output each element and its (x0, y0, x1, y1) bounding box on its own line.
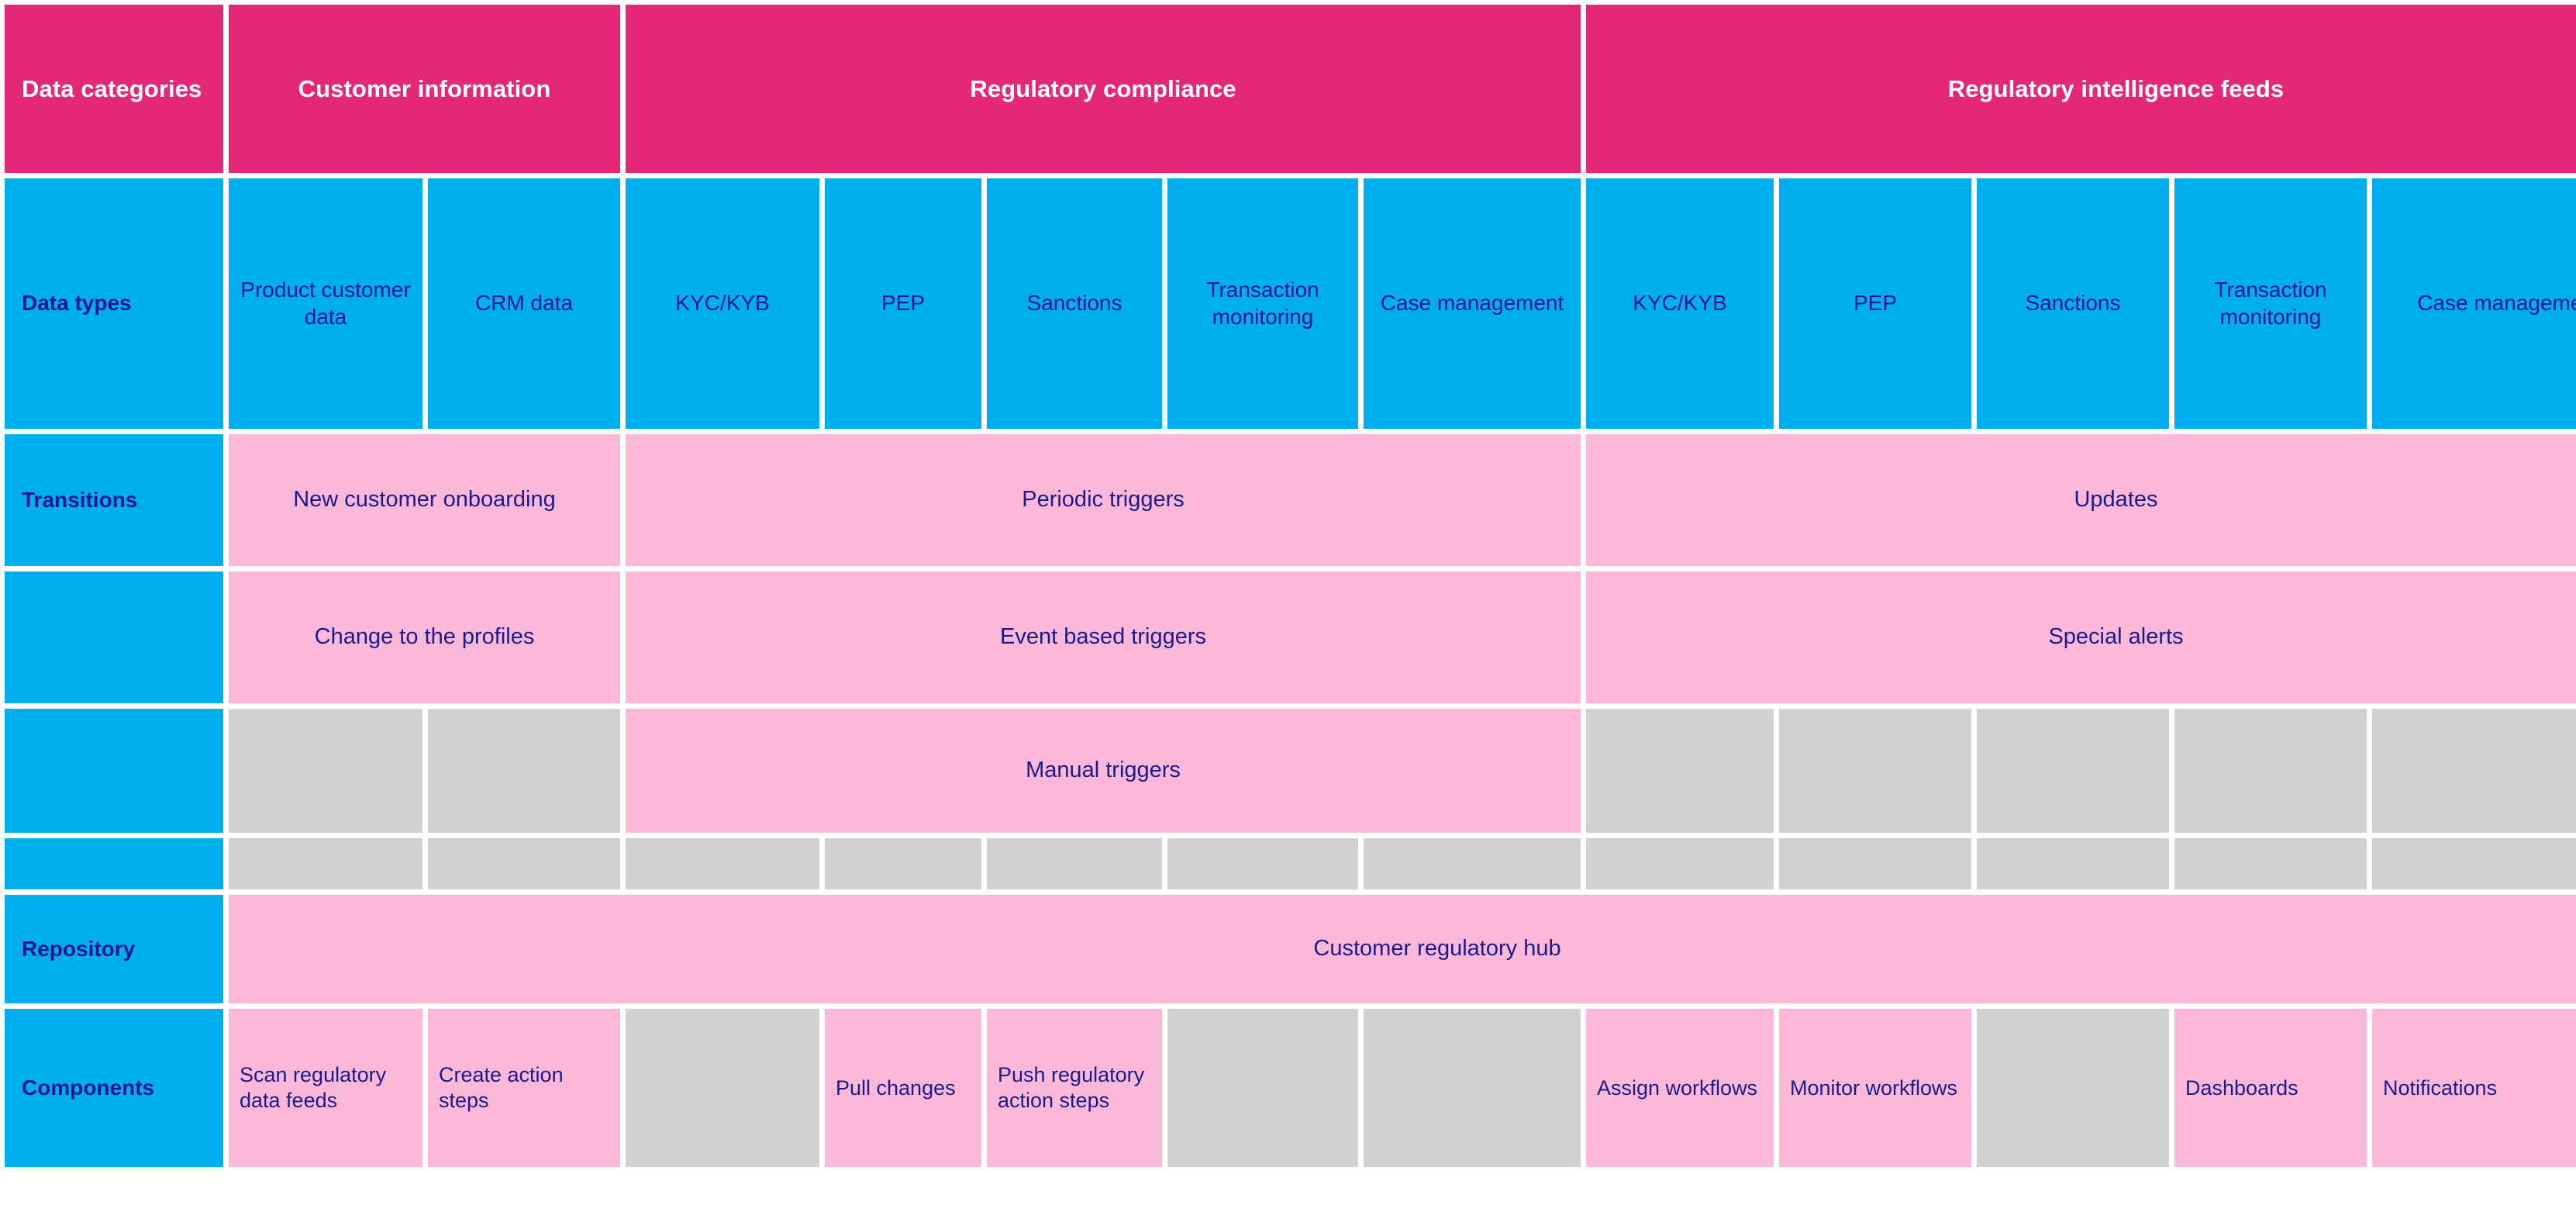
row-label-transitions-spacer-3 (5, 838, 223, 889)
category-regulatory-intelligence-feeds-label: Regulatory intelligence feeds (1947, 74, 2285, 102)
row-label-transitions-text: Transitions (22, 487, 138, 512)
transition-special-alerts: Special alerts (1586, 571, 2576, 703)
component-label: Pull changes (836, 1076, 956, 1100)
component-label: Notifications (2383, 1076, 2498, 1100)
category-regulatory-compliance: Regulatory compliance (626, 5, 1581, 173)
row-label-repository: Repository (5, 895, 223, 1003)
component-label: Monitor workflows (1790, 1076, 1958, 1100)
transition-label: Updates (2074, 487, 2158, 513)
data-type-label: PEP (881, 291, 926, 316)
data-type-label: Product customer data (240, 278, 411, 329)
row-label-repository-text: Repository (22, 936, 136, 961)
transition-updates: Updates (1586, 434, 2576, 566)
empty-cell (1586, 709, 1774, 833)
component-push-regulatory-action-steps: Push regulatory action steps (987, 1009, 1162, 1167)
empty-cell (428, 838, 620, 889)
row-label-transitions-spacer-2 (5, 709, 223, 833)
transition-label: Manual triggers (1026, 758, 1181, 783)
data-type-label: CRM data (474, 291, 574, 316)
data-type-transaction-monitoring-compliance: Transaction monitoring (1167, 178, 1358, 429)
data-type-sanctions-compliance: Sanctions (987, 178, 1162, 429)
category-regulatory-compliance-label: Regulatory compliance (970, 74, 1236, 102)
empty-cell (1977, 709, 2169, 833)
data-type-label: KYC/KYB (675, 291, 770, 316)
transition-label: Change to the profiles (314, 624, 535, 650)
category-regulatory-intelligence-feeds: Regulatory intelligence feeds (1586, 5, 2576, 173)
transition-manual-triggers: Manual triggers (626, 709, 1581, 833)
data-type-label: Transaction monitoring (2214, 278, 2327, 329)
component-label: Create action steps (439, 1063, 564, 1112)
component-label: Scan regulatory data feeds (240, 1063, 387, 1112)
component-dashboards: Dashboards (2174, 1009, 2367, 1167)
transition-new-customer-onboarding: New customer onboarding (229, 434, 620, 566)
empty-cell (987, 838, 1162, 889)
empty-cell (626, 1009, 819, 1167)
empty-cell (2174, 838, 2367, 889)
row-label-data-categories-text: Data categories (22, 74, 202, 102)
data-type-label: PEP (1853, 291, 1898, 316)
data-type-product-customer-data: Product customer data (229, 178, 422, 429)
empty-cell (825, 838, 981, 889)
component-notifications: Notifications (2372, 1009, 2576, 1167)
empty-cell (428, 709, 620, 833)
transition-change-to-the-profiles: Change to the profiles (229, 571, 620, 703)
row-label-transitions-spacer-1 (5, 571, 223, 703)
data-type-sanctions-intelligence: Sanctions (1977, 178, 2169, 429)
row-label-data-categories: Data categories (5, 5, 223, 173)
component-create-action-steps: Create action steps (428, 1009, 620, 1167)
empty-cell (229, 709, 422, 833)
empty-cell (1977, 1009, 2169, 1167)
data-type-transaction-monitoring-intelligence: Transaction monitoring (2174, 178, 2367, 429)
empty-cell (2174, 709, 2367, 833)
data-type-pep-intelligence: PEP (1779, 178, 1971, 429)
empty-cell (229, 838, 422, 889)
empty-cell (1779, 838, 1971, 889)
data-type-kyc-kyb-compliance: KYC/KYB (626, 178, 819, 429)
empty-cell (626, 838, 819, 889)
row-label-components-text: Components (22, 1075, 155, 1100)
data-type-label: Case management (2417, 291, 2576, 316)
row-label-components: Components (5, 1009, 223, 1167)
empty-cell (1364, 838, 1581, 889)
empty-cell (1167, 838, 1358, 889)
transition-label: Special alerts (2048, 624, 2184, 650)
data-type-kyc-kyb-intelligence: KYC/KYB (1586, 178, 1774, 429)
component-label: Push regulatory action steps (998, 1063, 1145, 1112)
data-type-label: Transaction monitoring (1206, 278, 1319, 329)
transition-periodic-triggers: Periodic triggers (626, 434, 1581, 566)
repository-label: Customer regulatory hub (1313, 936, 1561, 962)
component-label: Dashboards (2185, 1076, 2298, 1100)
empty-cell (1167, 1009, 1358, 1167)
category-customer-information-label: Customer information (298, 74, 551, 102)
transition-label: Event based triggers (1000, 624, 1206, 650)
data-type-label: Sanctions (1026, 291, 1122, 316)
data-type-pep-compliance: PEP (825, 178, 981, 429)
empty-cell (1586, 838, 1774, 889)
empty-cell (2372, 709, 2576, 833)
empty-cell (2372, 838, 2576, 889)
data-type-label: Case management (1380, 291, 1564, 316)
component-label: Assign workflows (1597, 1076, 1758, 1100)
row-label-data-types-text: Data types (22, 291, 132, 316)
category-customer-information: Customer information (229, 5, 620, 173)
data-type-case-management-intelligence: Case management (2372, 178, 2576, 429)
data-type-label: Sanctions (2025, 291, 2121, 316)
data-type-case-management-compliance: Case management (1364, 178, 1581, 429)
transition-event-based-triggers: Event based triggers (626, 571, 1581, 703)
data-type-label: KYC/KYB (1633, 291, 1727, 316)
empty-cell (1779, 709, 1971, 833)
repository-customer-regulatory-hub: Customer regulatory hub (229, 895, 2576, 1003)
component-scan-regulatory-data-feeds: Scan regulatory data feeds (229, 1009, 422, 1167)
row-label-transitions: Transitions (5, 434, 223, 566)
empty-cell (1364, 1009, 1581, 1167)
data-type-crm-data: CRM data (428, 178, 620, 429)
empty-cell (1977, 838, 2169, 889)
transition-label: New customer onboarding (293, 487, 556, 513)
transition-label: Periodic triggers (1022, 487, 1185, 513)
component-assign-workflows: Assign workflows (1586, 1009, 1774, 1167)
component-monitor-workflows: Monitor workflows (1779, 1009, 1971, 1167)
row-label-data-types: Data types (5, 178, 223, 429)
component-pull-changes: Pull changes (825, 1009, 981, 1167)
